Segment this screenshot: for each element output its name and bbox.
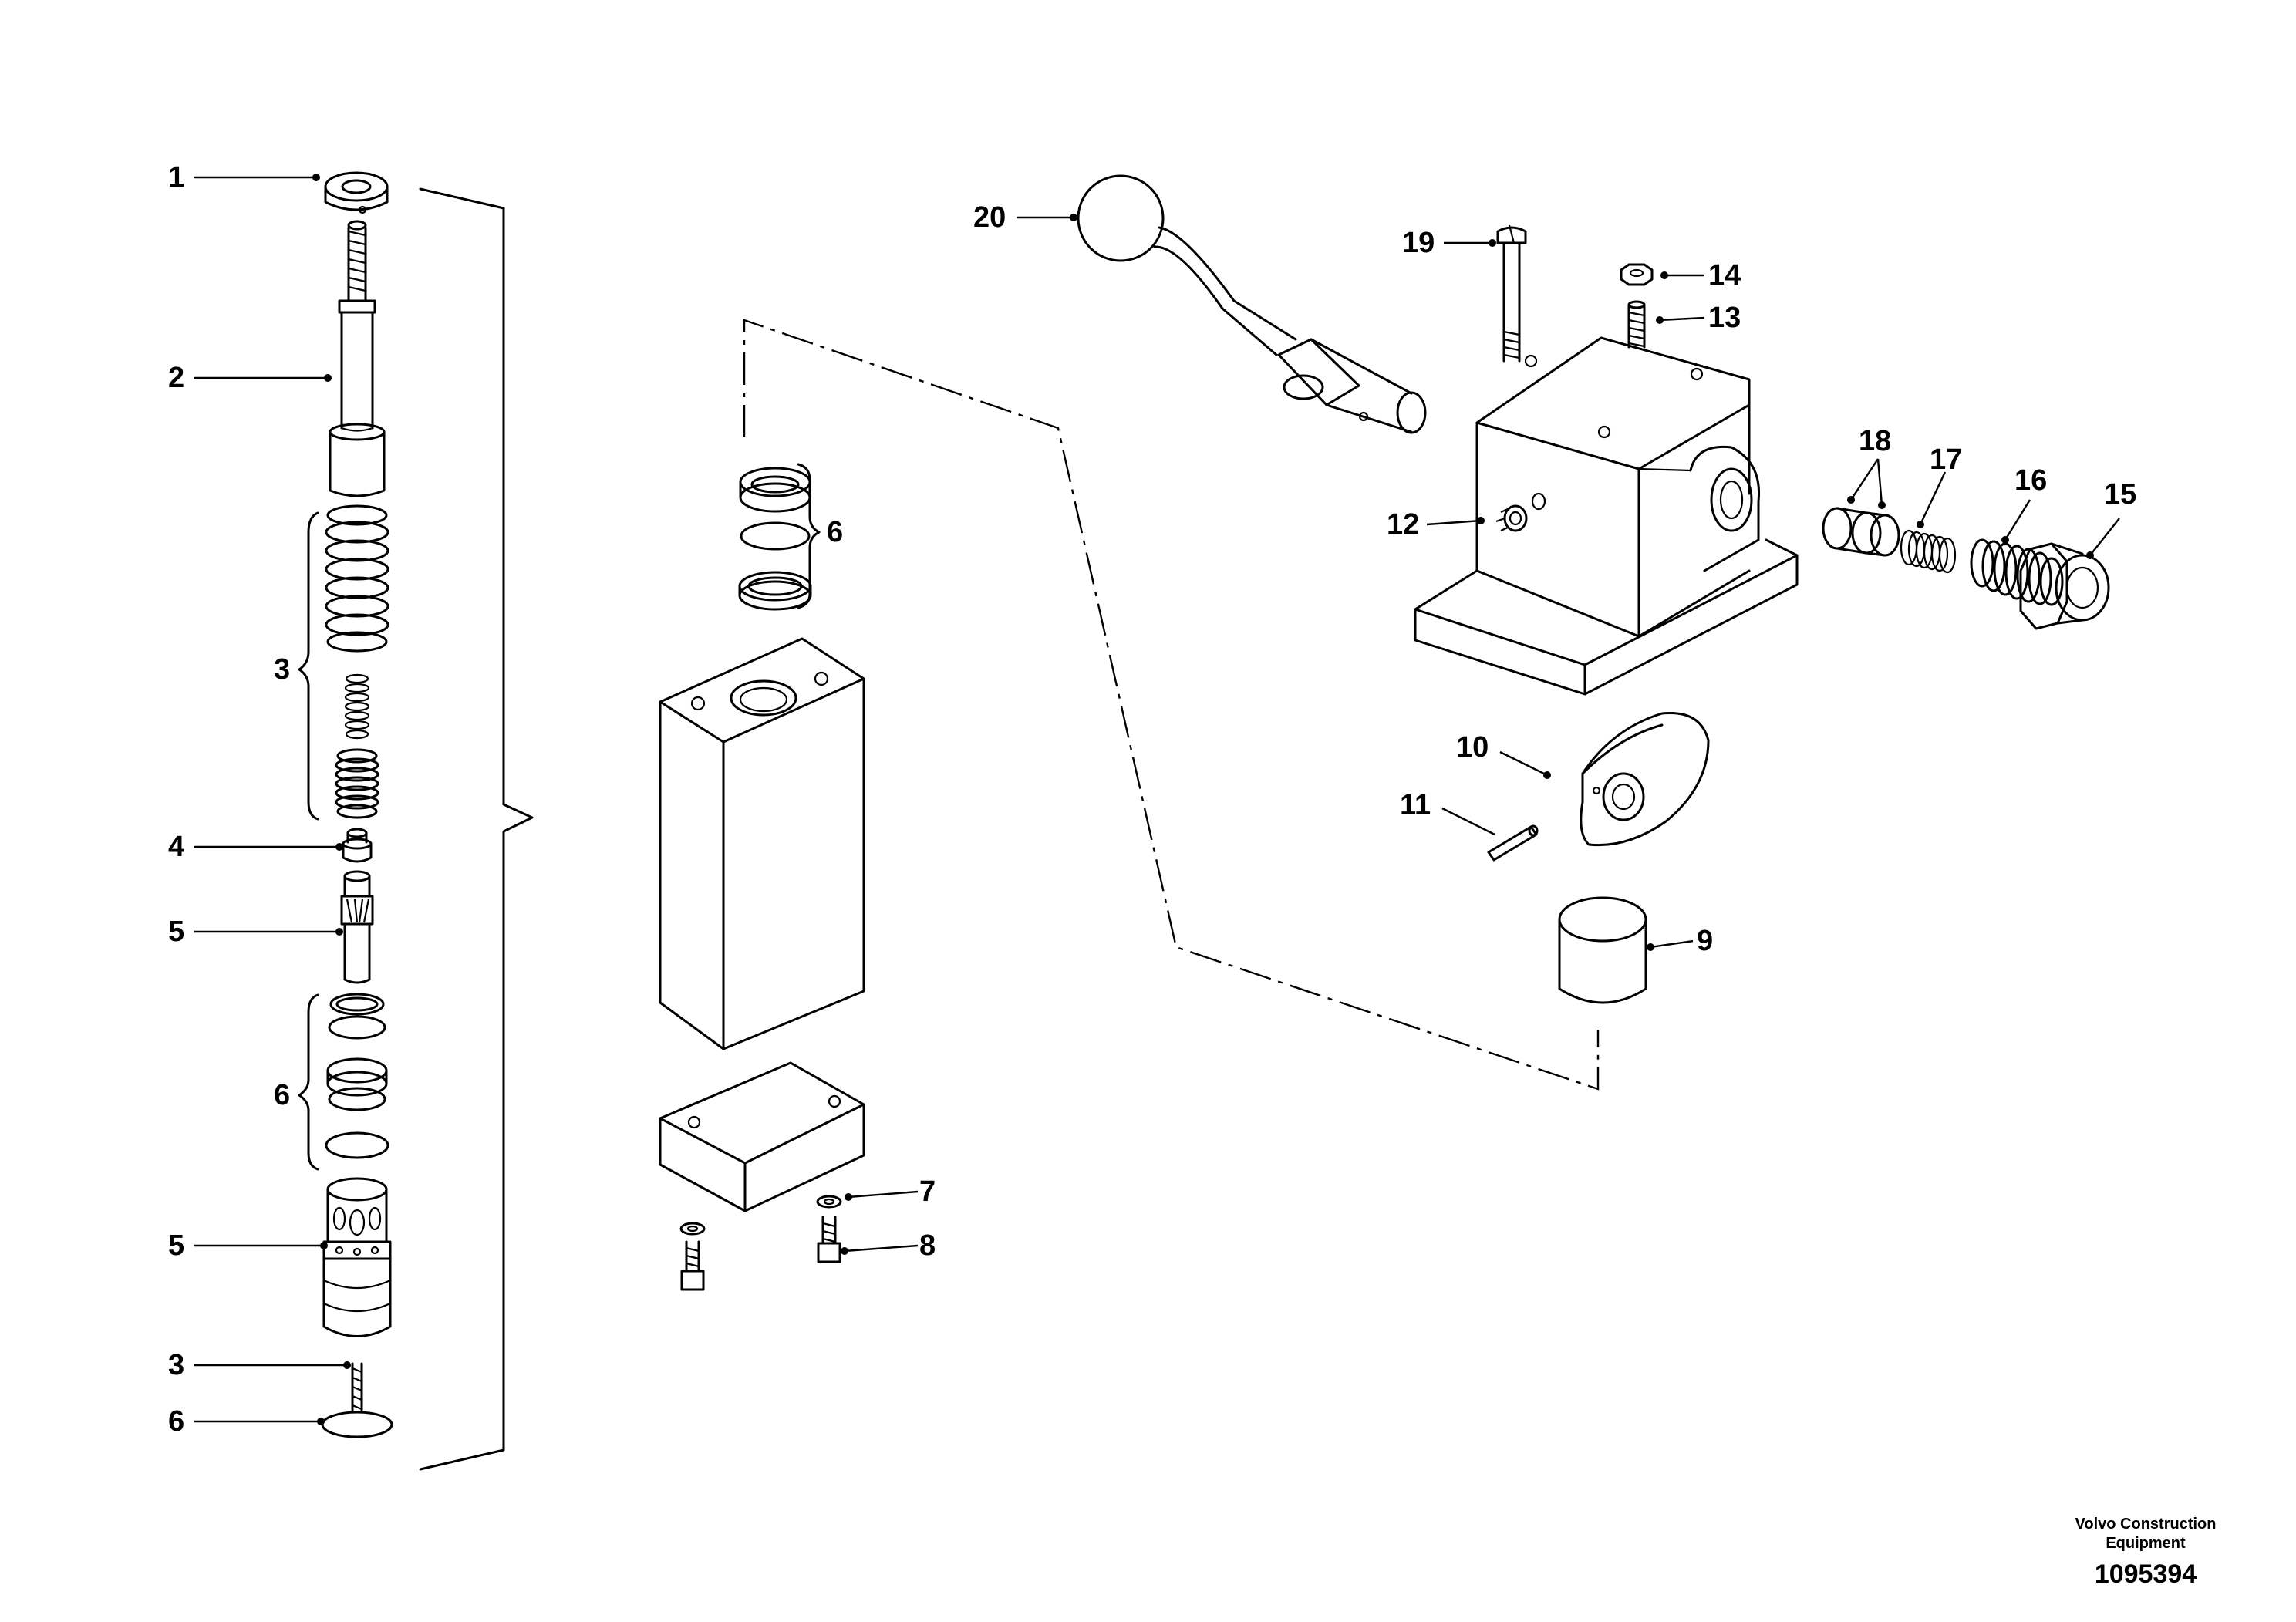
- brace-6-middle: [797, 463, 821, 609]
- callout-1: 1: [168, 161, 185, 194]
- part-19-bolt: [1496, 224, 1527, 363]
- left-part-stack: [321, 171, 393, 1438]
- part-3-spring-large: [325, 504, 389, 653]
- part-7-washers: [679, 1195, 842, 1236]
- callout-14: 14: [1708, 259, 1741, 292]
- leader-lines: [194, 174, 2120, 1425]
- right-lever-assembly: [1077, 174, 2110, 1004]
- part-16-screw-plug: [1970, 538, 2064, 606]
- callout-13: 13: [1708, 302, 1741, 334]
- callout-11: 11: [1400, 789, 1431, 821]
- callout-6-lower: 6: [168, 1405, 185, 1438]
- valve-block: [659, 637, 865, 1050]
- callout-15: 15: [2104, 478, 2137, 511]
- part-6-o-ring: [321, 1411, 393, 1438]
- end-plate: [659, 1061, 865, 1212]
- middle-valve-assembly: [659, 463, 865, 1291]
- lever-housing: [1414, 336, 1799, 696]
- part-18-plungers: [1822, 507, 1900, 557]
- callout-4: 4: [168, 831, 185, 863]
- part-14-nut: [1620, 263, 1654, 286]
- part-15-nut: [2019, 542, 2110, 630]
- part-2-spool: [329, 220, 386, 497]
- callout-18: 18: [1859, 425, 1892, 457]
- callout-12: 12: [1387, 508, 1420, 541]
- part-3-spring-small: [344, 673, 370, 740]
- part-5-poppet: [340, 870, 374, 984]
- group-braces-left: [298, 187, 534, 1471]
- part-12-set-screw: [1495, 504, 1528, 532]
- company-name: Volvo Construction Equipment: [2049, 1515, 2242, 1553]
- company-name-line-1: Volvo Construction: [2075, 1516, 2217, 1533]
- callout-19: 19: [1402, 227, 1435, 259]
- part-3-screw: [351, 1362, 363, 1411]
- part-1-cap: [324, 171, 389, 214]
- part-17-spring: [1900, 529, 1957, 574]
- callout-5: 5: [168, 916, 185, 948]
- callout-8: 8: [919, 1229, 936, 1262]
- assembly-centerline: [743, 319, 1600, 1091]
- callout-3-lower: 3: [168, 1349, 185, 1381]
- part-13-stud: [1627, 300, 1646, 349]
- company-name-line-2: Equipment: [2106, 1535, 2186, 1552]
- callout-9: 9: [1697, 925, 1714, 957]
- callout-6-middle: 6: [827, 516, 844, 548]
- callout-6: 6: [274, 1079, 291, 1111]
- callout-2: 2: [168, 362, 185, 394]
- part-5-cartridge-body: [322, 1177, 392, 1337]
- callout-20: 20: [973, 201, 1006, 234]
- part-9-bushing: [1558, 896, 1647, 1004]
- callout-3: 3: [274, 653, 291, 686]
- part-11-pin: [1487, 824, 1539, 862]
- callout-7: 7: [919, 1175, 936, 1208]
- part-10-cam: [1580, 711, 1710, 847]
- part-20-lever: [1077, 174, 1427, 434]
- part-3-spring-medium: [335, 748, 379, 819]
- callout-17: 17: [1930, 443, 1963, 476]
- callout-16: 16: [2014, 464, 2048, 497]
- part-6-seal-set-middle: [738, 467, 812, 611]
- drawing-number: 1095394: [2094, 1560, 2197, 1589]
- part-6-seal-set: [325, 993, 389, 1159]
- part-8-screws: [680, 1216, 841, 1291]
- callout-10: 10: [1456, 731, 1489, 764]
- part-4-seat: [342, 828, 373, 863]
- callout-5-lower: 5: [168, 1229, 185, 1262]
